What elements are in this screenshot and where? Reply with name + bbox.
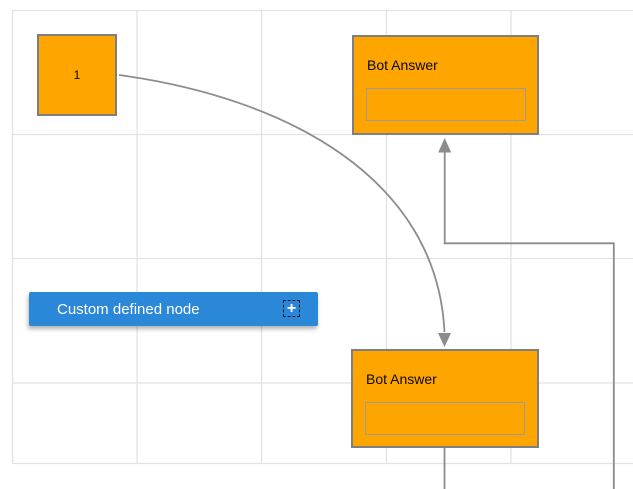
arrowhead-down-icon xyxy=(438,333,451,347)
plus-glyph: + xyxy=(286,299,297,317)
answer-input-box[interactable] xyxy=(366,88,526,121)
node-bot-answer-top[interactable]: Bot Answer xyxy=(352,35,539,135)
node-start-label: 1 xyxy=(73,68,81,82)
custom-node-label: Custom defined node xyxy=(57,300,200,318)
connector-start-to-bottom[interactable] xyxy=(118,74,451,347)
answer-input-box[interactable] xyxy=(365,402,525,435)
plus-icon[interactable]: + xyxy=(283,300,300,317)
node-title: Bot Answer xyxy=(366,371,437,387)
node-custom-defined[interactable]: Custom defined node + xyxy=(29,292,318,326)
node-start[interactable]: 1 xyxy=(37,34,117,116)
arrowhead-up-icon xyxy=(438,138,452,153)
node-title: Bot Answer xyxy=(367,57,438,73)
connector-bottom-to-top[interactable] xyxy=(438,138,615,489)
node-bot-answer-bottom[interactable]: Bot Answer xyxy=(351,349,539,448)
